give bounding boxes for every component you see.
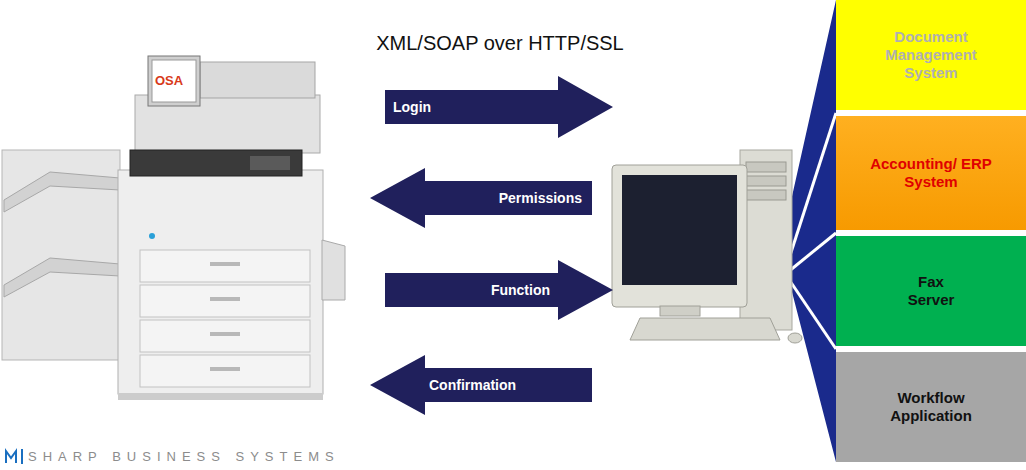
- block-arrow: Confirmation: [370, 355, 592, 415]
- drawer-handle: [210, 297, 240, 301]
- paper-drawer: [140, 250, 310, 282]
- arrow-body: [370, 355, 592, 415]
- fan-gap: [786, 113, 836, 268]
- system-box: Fax Server: [836, 236, 1026, 346]
- monitor-stand: [660, 306, 700, 316]
- company-name: SHARP BUSINESS SYSTEMS: [28, 449, 340, 464]
- touch-screen: [152, 60, 196, 102]
- block-arrow: Permissions: [370, 168, 592, 228]
- arrow-body: [385, 76, 613, 138]
- control-panel: [130, 150, 302, 176]
- copier-body: [118, 170, 323, 394]
- computer-illustration: [612, 150, 802, 343]
- output-tray: [4, 172, 120, 212]
- drawer-handle: [210, 367, 240, 371]
- screen-bezel: [148, 56, 200, 106]
- copier-base: [118, 393, 323, 400]
- fan-gap: [788, 233, 836, 272]
- tower-case: [740, 150, 792, 330]
- diagram-title: XML/SOAP over HTTP/SSL: [376, 32, 624, 55]
- block-arrow: Login: [385, 76, 613, 138]
- monitor-screen: [622, 175, 737, 285]
- keypad: [250, 156, 290, 170]
- block-arrow: Function: [385, 260, 613, 320]
- arrow-body: [370, 168, 592, 228]
- monitor: [612, 165, 747, 307]
- drive-bay: [746, 190, 786, 200]
- screen-logo: OSA: [155, 73, 183, 88]
- arrow-body: [385, 260, 613, 320]
- drive-bay: [746, 176, 786, 186]
- bypass-tray: [322, 240, 345, 300]
- system-label: Accounting/ ERP System: [861, 155, 1001, 191]
- paper-drawer: [140, 285, 310, 317]
- system-label: Fax Server: [896, 273, 966, 309]
- arrow-label: Function: [491, 273, 550, 307]
- output-tray: [4, 258, 120, 297]
- mouse: [788, 333, 802, 343]
- drawer-handle: [210, 332, 240, 336]
- system-label: Document Management System: [875, 28, 987, 82]
- drive-bay: [746, 162, 786, 172]
- system-label: Workflow Application: [871, 389, 991, 425]
- arrow-label: Confirmation: [429, 368, 516, 402]
- system-box: Workflow Application: [836, 352, 1026, 462]
- fan-gap: [788, 278, 836, 349]
- finisher-body: [2, 150, 120, 360]
- logo-mark: [6, 451, 16, 463]
- arrow-label: Permissions: [499, 181, 582, 215]
- document-feeder: [200, 62, 315, 98]
- logo-bar: [21, 449, 23, 464]
- drawer-handle: [210, 262, 240, 266]
- paper-drawer: [140, 320, 310, 352]
- indicator-dot: [149, 233, 155, 239]
- system-box: Accounting/ ERP System: [836, 116, 1026, 230]
- system-box: Document Management System: [836, 0, 1026, 110]
- copier-illustration: [2, 56, 345, 400]
- keyboard: [630, 318, 780, 340]
- paper-drawer: [140, 355, 310, 387]
- arrow-label: Login: [393, 90, 431, 124]
- company-mark: [6, 449, 23, 464]
